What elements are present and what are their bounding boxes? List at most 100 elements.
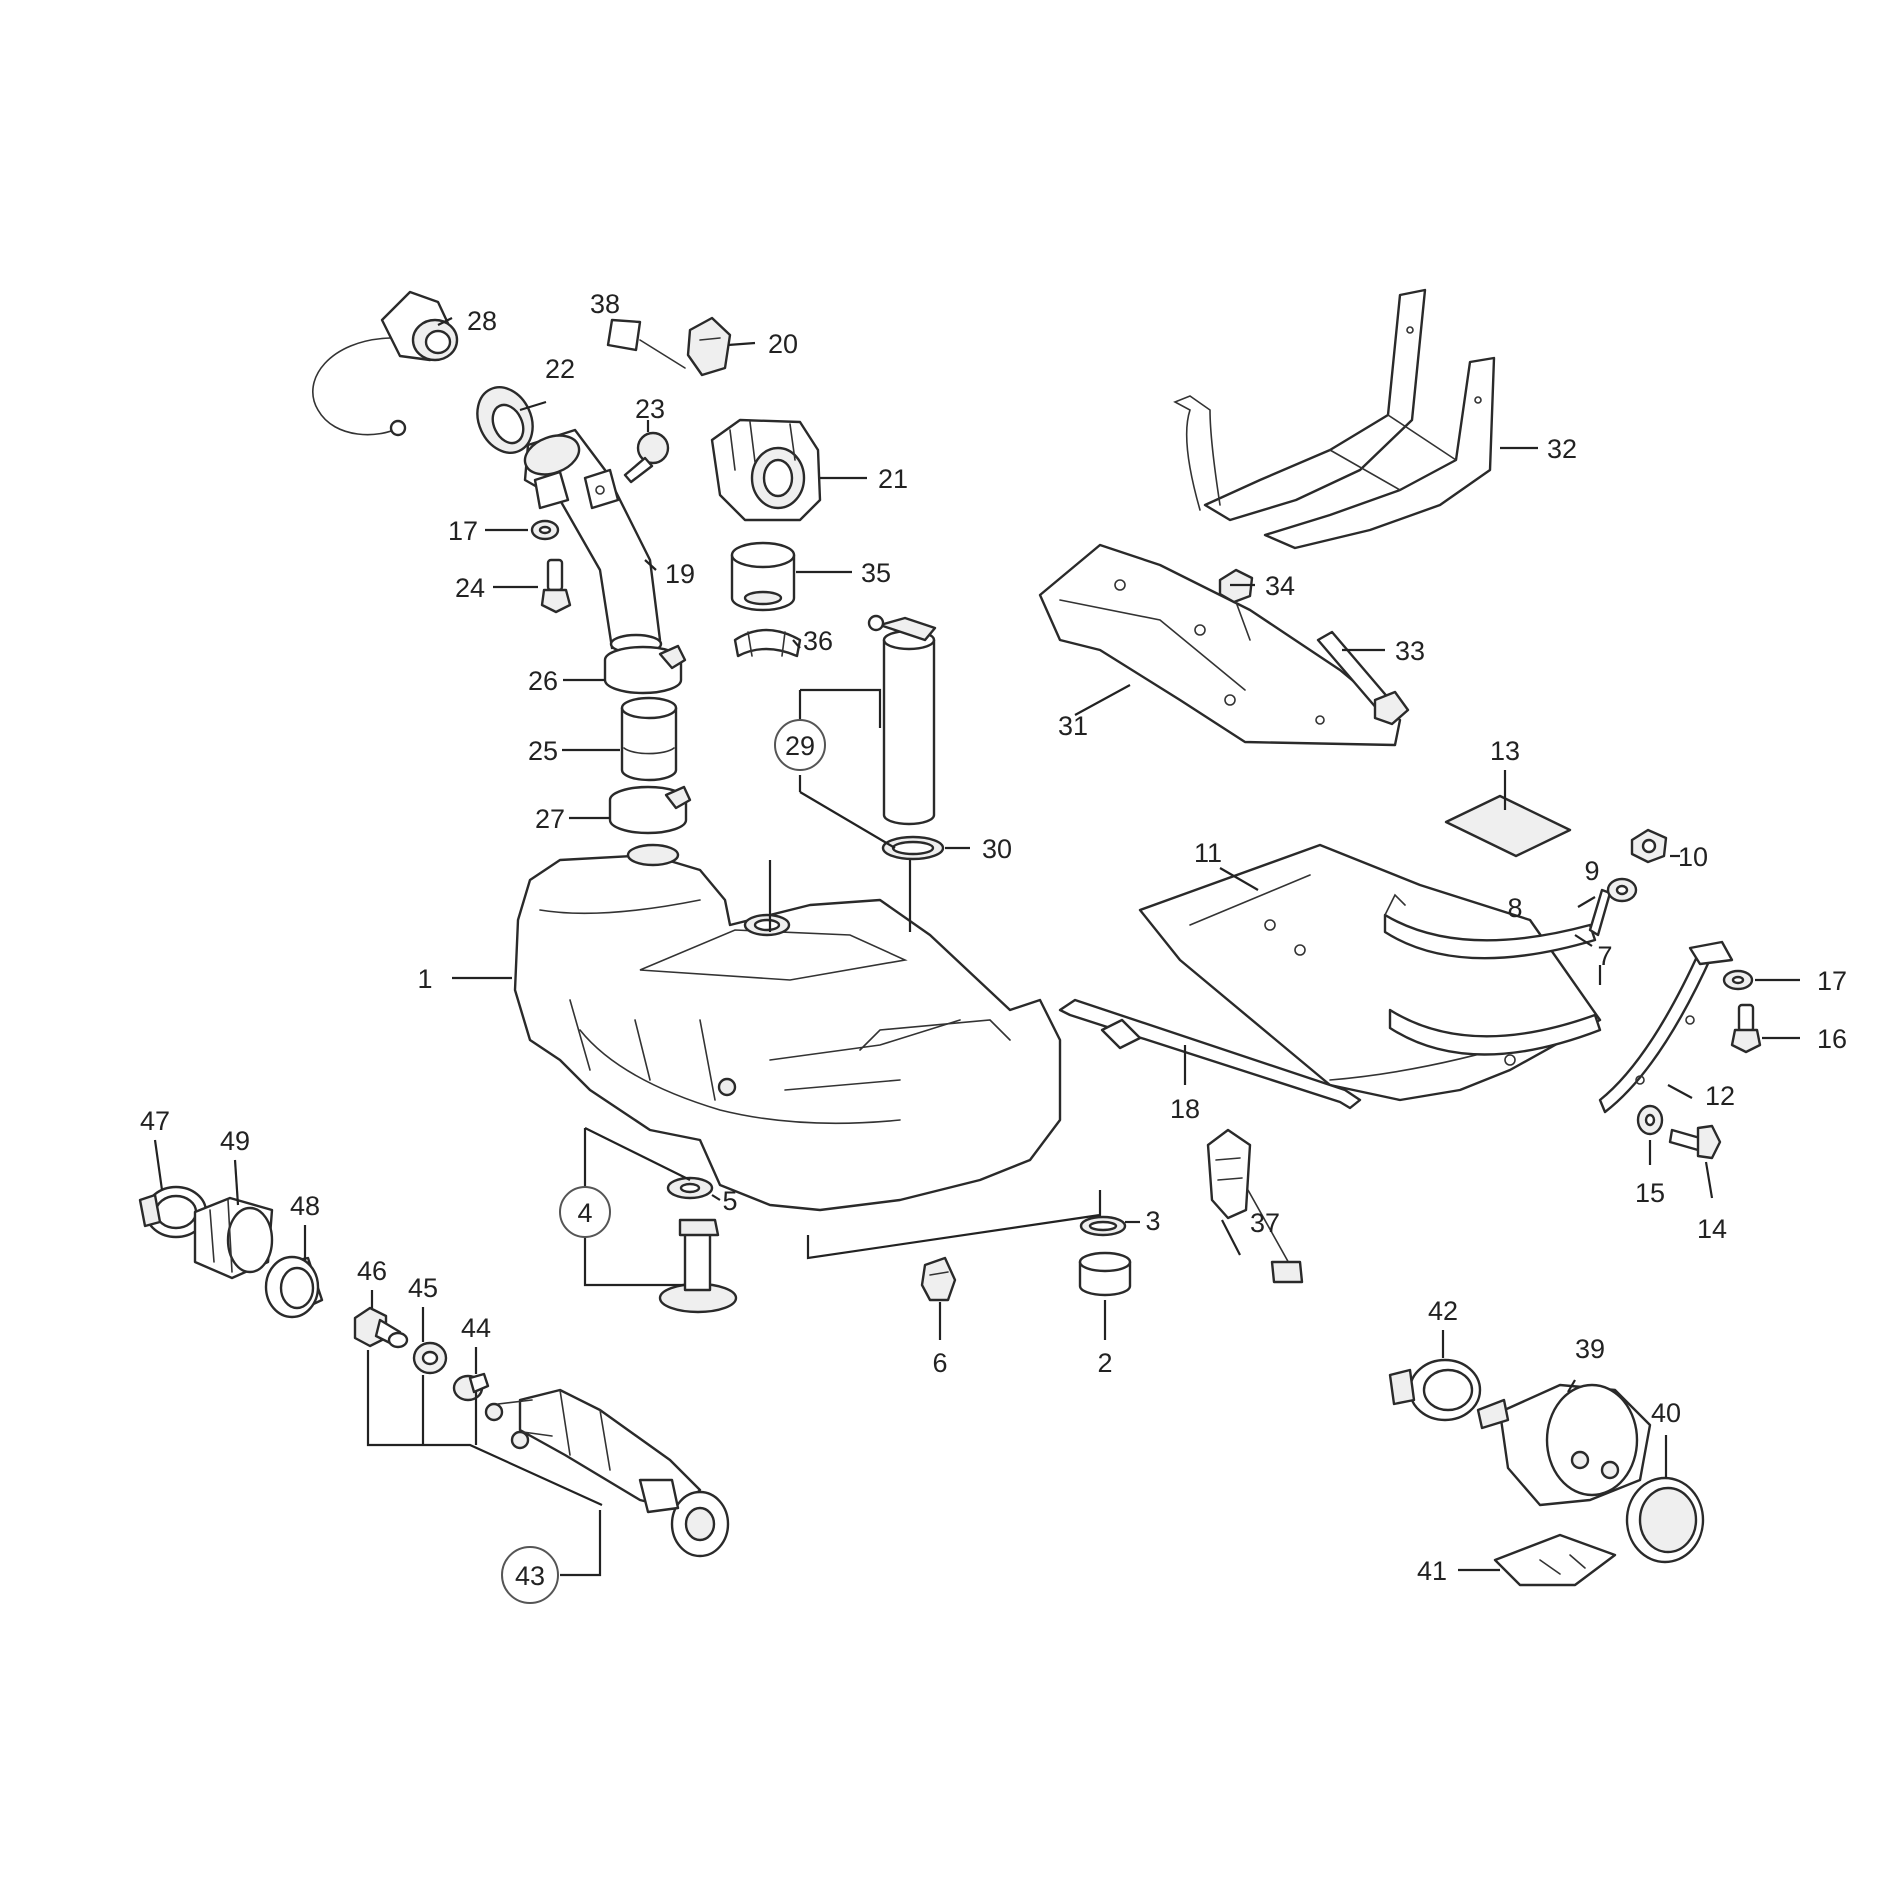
callout-4: 4 <box>577 1198 592 1228</box>
bolt-24-part <box>540 558 572 614</box>
group-circle-4 <box>559 1186 611 1238</box>
sensor-bracket-37-part <box>1206 1128 1304 1284</box>
filler-grommet-part <box>476 386 534 454</box>
callout-16: 16 <box>1817 1024 1847 1054</box>
filler-neck-part <box>523 428 663 655</box>
hose-clamp-27-part <box>608 785 692 835</box>
callout-41: 41 <box>1417 1556 1447 1586</box>
callout-26: 26 <box>528 666 558 696</box>
callout-27: 27 <box>535 804 565 834</box>
fuel-hose-25-part <box>620 696 678 782</box>
washer-17-upper-part <box>530 519 560 541</box>
callout-2: 2 <box>1097 1348 1112 1378</box>
washer-9-part <box>1606 877 1638 903</box>
sleeve-35-part <box>730 541 796 612</box>
washer-45-part <box>412 1341 448 1375</box>
callout-19: 19 <box>665 559 695 589</box>
callout-11: 11 <box>1194 838 1222 868</box>
washer-5-part <box>666 1176 714 1200</box>
callout-35: 35 <box>861 558 891 588</box>
callout-45: 45 <box>408 1273 438 1303</box>
callout-38: 38 <box>590 289 620 319</box>
callout-9: 9 <box>1584 856 1599 886</box>
heat-shield-31-part <box>1038 543 1402 747</box>
callout-22: 22 <box>545 354 575 384</box>
hose-clamp-47-part <box>138 1185 208 1239</box>
callout-31: 31 <box>1058 711 1088 741</box>
callout-3: 3 <box>1145 1206 1160 1236</box>
nut-10-part <box>1630 828 1668 864</box>
callout-47: 47 <box>140 1106 170 1136</box>
seal-3-part <box>1079 1215 1127 1237</box>
callout-14: 14 <box>1697 1214 1727 1244</box>
hose-clamp-42-part <box>1388 1358 1482 1422</box>
callout-36: 36 <box>803 626 833 656</box>
callout-29: 29 <box>785 731 815 761</box>
rail-18-part <box>1058 998 1362 1110</box>
valve-6-part <box>920 1256 957 1302</box>
callout-18: 18 <box>1170 1094 1200 1124</box>
drain-bolt-4-part <box>658 1218 738 1314</box>
banjo-fitting-46-part <box>353 1306 409 1349</box>
callout-28: 28 <box>467 306 497 336</box>
callout-21: 21 <box>878 464 908 494</box>
bolt-16-part <box>1730 1003 1762 1054</box>
label-13-part <box>1444 794 1572 858</box>
fuel-sender-29-part <box>867 614 937 826</box>
callout-24: 24 <box>455 573 485 603</box>
screw-23-part <box>623 431 670 484</box>
callout-5: 5 <box>722 1186 737 1216</box>
fuel-tank-part <box>513 843 1062 1212</box>
callout-17-right: 17 <box>1817 966 1847 996</box>
callout-25: 25 <box>528 736 558 766</box>
callout-10: 10 <box>1678 842 1708 872</box>
callout-33: 33 <box>1395 636 1425 666</box>
group-circle-29 <box>774 719 826 771</box>
sleeve-48-part <box>264 1255 324 1319</box>
callout-37: 37 <box>1250 1208 1280 1238</box>
callout-34: 34 <box>1265 571 1295 601</box>
callout-labels: 1 2 3 4 5 6 7 8 9 10 11 12 13 14 15 16 1… <box>140 289 1847 1591</box>
washer-17-right-part <box>1722 969 1754 991</box>
strap-12-part <box>1598 940 1734 1114</box>
bolt-14-part <box>1668 1124 1722 1160</box>
clip-38-part <box>606 318 686 369</box>
group-circle-43 <box>501 1546 559 1604</box>
clamp-ring-36-part <box>733 628 802 658</box>
hose-clamp-49-part <box>193 1196 274 1280</box>
callout-46: 46 <box>357 1256 387 1286</box>
sender-seal-30-part <box>881 835 945 861</box>
leader-lines <box>153 317 1800 1577</box>
filter-ring-40-part <box>1625 1476 1705 1564</box>
callout-7: 7 <box>1597 941 1612 971</box>
callout-44: 44 <box>461 1313 491 1343</box>
callout-13: 13 <box>1490 736 1520 766</box>
callout-40: 40 <box>1651 1398 1681 1428</box>
banjo-bolt-44-part <box>452 1372 490 1402</box>
lower-shield-11-part <box>1138 843 1602 1102</box>
callout-6: 6 <box>932 1348 947 1378</box>
callout-49: 49 <box>220 1126 250 1156</box>
callout-39: 39 <box>1575 1334 1605 1364</box>
callout-42: 42 <box>1428 1296 1458 1326</box>
callout-43: 43 <box>515 1561 545 1591</box>
washer-15-part <box>1636 1104 1664 1136</box>
callout-23: 23 <box>635 394 665 424</box>
cap-2-part <box>1078 1251 1132 1297</box>
hose-clamp-26-part <box>603 644 687 695</box>
strap-8-part <box>1383 893 1597 960</box>
filler-bracket-housing-part <box>710 418 822 522</box>
callout-48: 48 <box>290 1191 320 1221</box>
bolt-33-part <box>1316 630 1410 726</box>
callout-30: 30 <box>982 834 1012 864</box>
support-frame-32-part <box>1173 288 1496 550</box>
callout-12: 12 <box>1705 1081 1735 1111</box>
filter-bracket-41-part <box>1493 1533 1617 1587</box>
callout-15: 15 <box>1635 1178 1665 1208</box>
callout-17-upper: 17 <box>448 516 478 546</box>
callout-1: 1 <box>417 964 432 994</box>
filler-cap-part <box>312 290 459 437</box>
callout-32: 32 <box>1547 434 1577 464</box>
fuel-pump-43-part <box>484 1388 730 1558</box>
